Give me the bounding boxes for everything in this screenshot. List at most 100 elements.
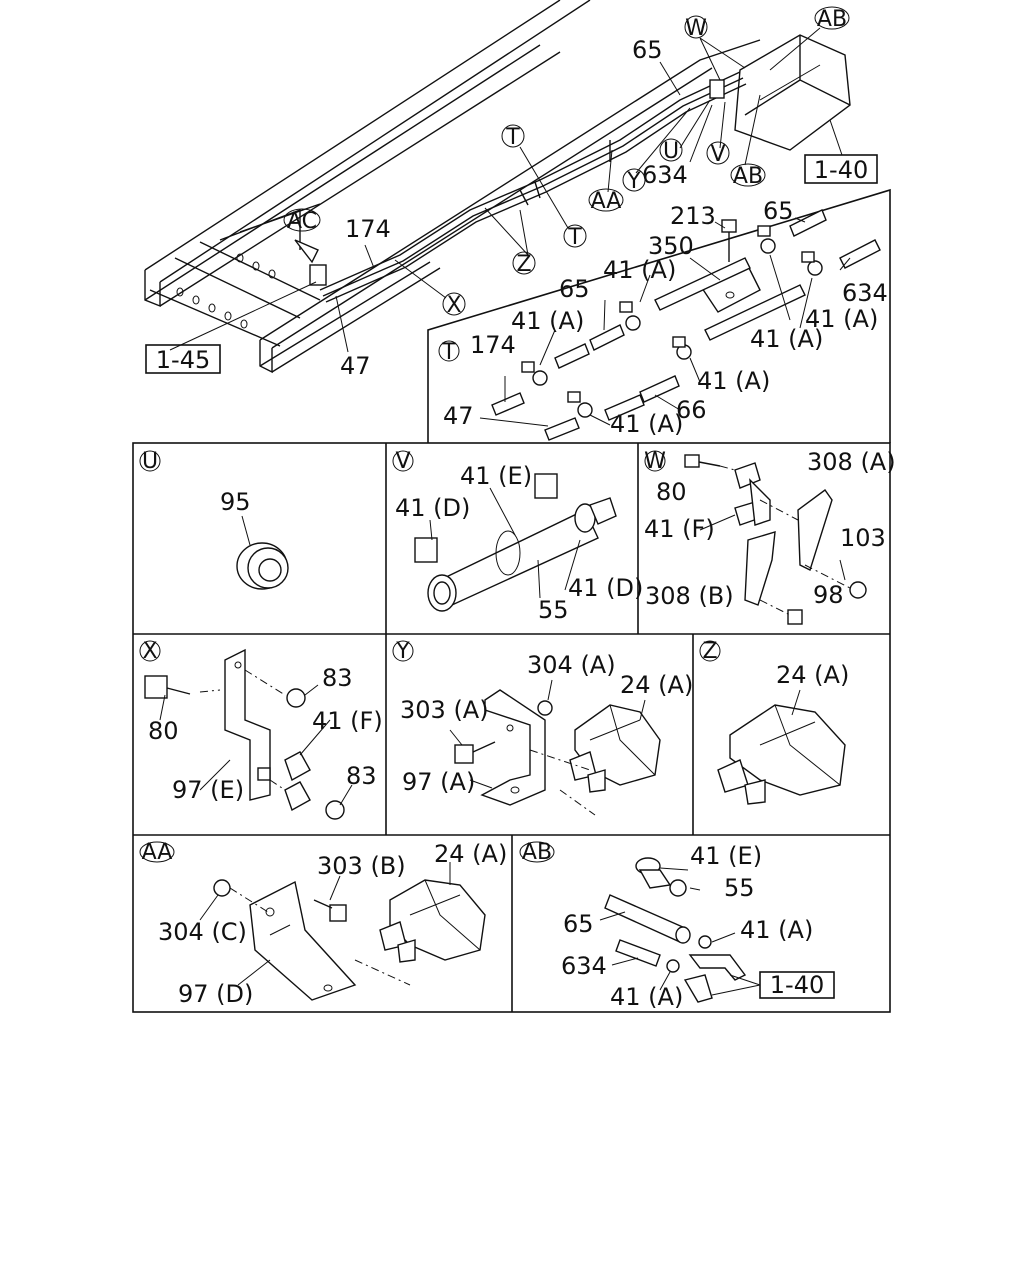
bracket-97E xyxy=(144,648,345,820)
clip-24A-Z xyxy=(717,704,846,805)
panel-T-labels: 213 65 350 41 (A) 634 65 41 (A) 41 (A) 1… xyxy=(443,197,888,438)
callout-W: W xyxy=(684,15,708,41)
overview-labels: 65 634 174 47 1-40 1-45 xyxy=(145,36,878,380)
svg-text:1-45: 1-45 xyxy=(156,346,210,374)
svg-text:174: 174 xyxy=(345,215,391,243)
frame-holes xyxy=(176,253,276,329)
callout-U: U xyxy=(659,138,683,164)
svg-text:634: 634 xyxy=(642,161,688,189)
panel-AB: AB 41 (E) 55 65 41 (A) 634 41 (A) 1-40 xyxy=(519,840,835,1011)
svg-text:T: T xyxy=(505,125,520,150)
bracket-97D xyxy=(213,879,357,1001)
svg-text:AB: AB xyxy=(733,164,763,189)
svg-text:308 (B): 308 (B) xyxy=(645,582,734,610)
ref-box-1-45: 1-45 xyxy=(145,344,221,374)
svg-text:W: W xyxy=(644,449,666,474)
svg-text:Z: Z xyxy=(516,252,531,277)
svg-text:41 (F): 41 (F) xyxy=(312,707,383,735)
panel-U: U 95 xyxy=(139,449,289,590)
svg-text:Y: Y xyxy=(626,169,641,194)
svg-text:Y: Y xyxy=(395,639,410,664)
svg-text:95: 95 xyxy=(220,488,251,516)
svg-text:98: 98 xyxy=(813,581,844,609)
callout-T-lower: T xyxy=(563,224,587,250)
svg-text:41 (A): 41 (A) xyxy=(805,305,878,333)
svg-text:65: 65 xyxy=(763,197,794,225)
svg-text:55: 55 xyxy=(538,596,569,624)
callout-Z: Z xyxy=(512,251,536,277)
callout-AC: AC xyxy=(283,208,321,234)
svg-text:41 (A): 41 (A) xyxy=(603,256,676,284)
svg-text:66: 66 xyxy=(676,396,707,424)
svg-text:103: 103 xyxy=(840,524,886,552)
svg-text:41 (D): 41 (D) xyxy=(568,574,643,602)
svg-text:83: 83 xyxy=(346,762,377,790)
svg-text:X: X xyxy=(446,293,461,318)
svg-text:80: 80 xyxy=(656,478,687,506)
callout-Y: Y xyxy=(622,168,646,194)
pipes-AB xyxy=(604,857,747,1003)
svg-text:41 (E): 41 (E) xyxy=(460,462,532,490)
svg-text:634: 634 xyxy=(842,279,888,307)
svg-text:T: T xyxy=(441,340,456,365)
svg-text:80: 80 xyxy=(148,717,179,745)
svg-text:41 (A): 41 (A) xyxy=(610,983,683,1011)
panel-W: W 308 (A) 80 41 (F) 103 308 (B) 98 xyxy=(644,448,896,625)
svg-text:U: U xyxy=(663,139,679,164)
overview-leaders xyxy=(169,27,843,353)
panel-Z: Z 24 (A) xyxy=(699,639,849,805)
overview-fuel-lines xyxy=(294,71,747,303)
svg-text:47: 47 xyxy=(443,402,474,430)
svg-text:Z: Z xyxy=(702,639,717,664)
svg-text:303 (B): 303 (B) xyxy=(317,852,406,880)
grommet-95 xyxy=(236,542,289,590)
svg-text:V: V xyxy=(710,142,725,167)
svg-text:41 (A): 41 (A) xyxy=(610,410,683,438)
callout-V: V xyxy=(706,141,730,167)
svg-text:97 (A): 97 (A) xyxy=(402,768,475,796)
clips-and-brackets xyxy=(684,454,867,625)
detail-grid xyxy=(132,442,891,1013)
svg-text:97 (D): 97 (D) xyxy=(178,980,253,1008)
svg-text:303 (A): 303 (A) xyxy=(400,696,489,724)
svg-text:41 (A): 41 (A) xyxy=(750,325,823,353)
svg-text:AA: AA xyxy=(142,840,173,865)
svg-text:U: U xyxy=(142,449,158,474)
svg-text:AA: AA xyxy=(591,189,622,214)
callout-AA: AA xyxy=(588,188,624,214)
clip-24A-AA xyxy=(379,879,486,963)
svg-text:V: V xyxy=(395,449,410,474)
bracket-97A xyxy=(454,689,553,806)
overview-chassis xyxy=(144,0,851,374)
svg-text:634: 634 xyxy=(561,952,607,980)
svg-text:41 (A): 41 (A) xyxy=(740,916,813,944)
svg-text:213: 213 xyxy=(670,202,716,230)
callout-T-upper: T xyxy=(501,124,525,150)
callout-AB-bottom: AB xyxy=(730,163,766,189)
svg-text:41 (A): 41 (A) xyxy=(511,307,584,335)
panel-V: V 41 (E) 41 (D) 41 (D) 55 xyxy=(392,449,643,624)
svg-text:41 (D): 41 (D) xyxy=(395,494,470,522)
panel-AA: AA 303 (B) 24 (A) 304 (C) 97 (D) xyxy=(139,840,507,1008)
svg-text:65: 65 xyxy=(559,275,590,303)
overview-callouts: W AB U V AB Y AA T T Z X AC xyxy=(283,6,850,318)
svg-text:65: 65 xyxy=(632,36,663,64)
panel-Y: Y 304 (A) 24 (A) 303 (A) 97 (A) xyxy=(392,639,693,816)
svg-text:304 (C): 304 (C) xyxy=(158,918,247,946)
svg-text:97 (E): 97 (E) xyxy=(172,776,244,804)
svg-text:41 (F): 41 (F) xyxy=(644,515,715,543)
svg-text:AC: AC xyxy=(287,209,317,234)
callout-X: X xyxy=(442,292,466,318)
callout-AB-top: AB xyxy=(814,6,850,32)
clip-24A-Y xyxy=(569,704,661,793)
panel-X: X 83 80 41 (F) 97 (E) 83 xyxy=(139,639,383,820)
svg-text:47: 47 xyxy=(340,352,371,380)
svg-text:304 (A): 304 (A) xyxy=(527,651,616,679)
svg-text:AB: AB xyxy=(522,840,552,865)
svg-text:174: 174 xyxy=(470,331,516,359)
svg-text:T: T xyxy=(567,225,582,250)
svg-text:308 (A): 308 (A) xyxy=(807,448,896,476)
svg-text:24 (A): 24 (A) xyxy=(776,661,849,689)
svg-text:350: 350 xyxy=(648,232,694,260)
